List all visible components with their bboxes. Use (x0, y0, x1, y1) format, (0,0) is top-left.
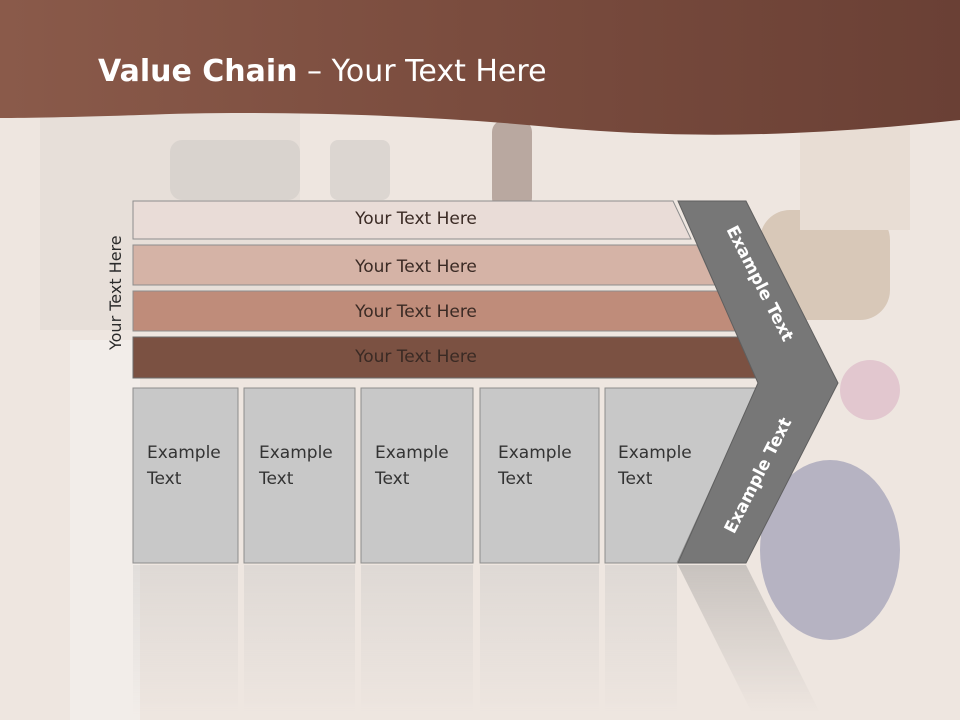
row-label-2: Your Text Here (354, 257, 477, 277)
box-line-1: Example (147, 443, 221, 463)
reflection-shapes (133, 565, 820, 715)
activity-box-3 (360, 387, 474, 564)
activity-box-4 (479, 387, 600, 564)
activity-box-text-5: Example Text (618, 440, 692, 492)
activity-box-text-3: Example Text (375, 440, 449, 492)
activity-box-1 (132, 387, 239, 564)
row-label-4: Your Text Here (354, 347, 477, 367)
box-line-1: Example (259, 443, 333, 463)
box-line-1: Example (375, 443, 449, 463)
diagram-reflection (0, 563, 960, 720)
row-label-1: Your Text Here (354, 209, 477, 229)
activity-box-text-1: Example Text (147, 440, 221, 492)
activity-box-text-2: Example Text (259, 440, 333, 492)
box-line-2: Text (147, 469, 182, 489)
box-line-1: Example (498, 443, 572, 463)
slide-title: Value Chain – Your Text Here (98, 54, 547, 89)
title-bold: Value Chain (98, 54, 298, 89)
header-band (0, 0, 960, 135)
box-line-2: Text (498, 469, 533, 489)
activity-box-text-4: Example Text (498, 440, 572, 492)
box-line-2: Text (375, 469, 410, 489)
row-bar-1 (132, 200, 692, 240)
box-line-2: Text (618, 469, 653, 489)
activity-box-2 (243, 387, 356, 564)
activity-box-5 (604, 387, 758, 564)
chevron-arrow (677, 200, 839, 564)
box-line-1: Example (618, 443, 692, 463)
box-line-2: Text (259, 469, 294, 489)
row-label-3: Your Text Here (354, 302, 477, 322)
title-rest: – Your Text Here (297, 54, 547, 89)
